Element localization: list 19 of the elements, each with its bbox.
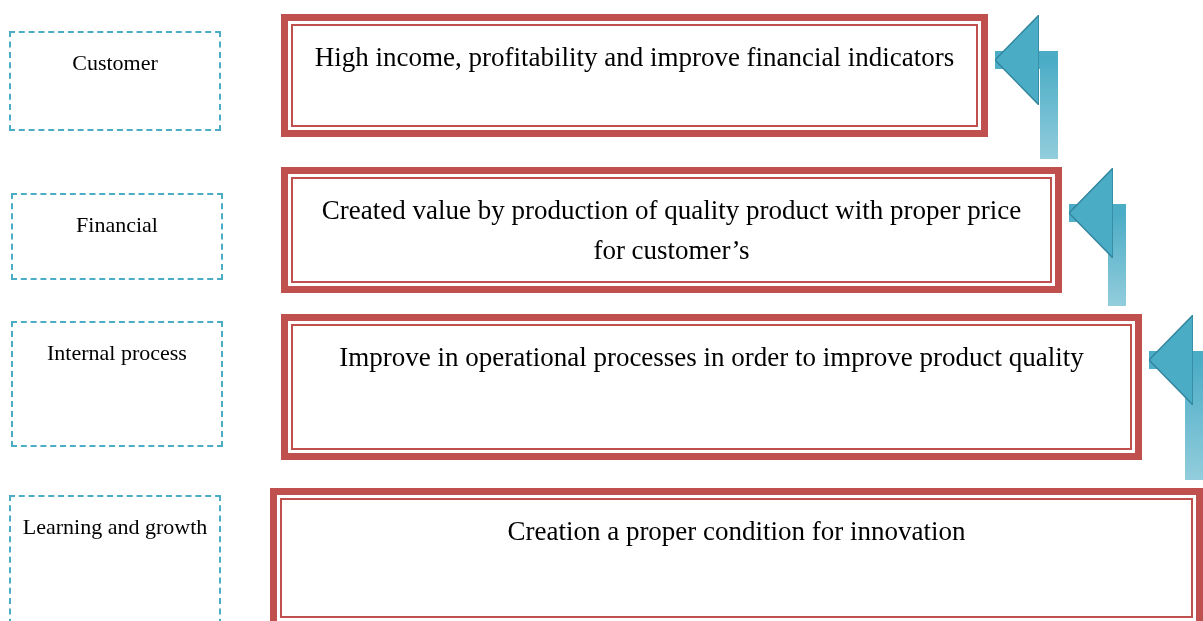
box-text: Learning and growth (22, 513, 208, 541)
objective-box (281, 14, 988, 137)
perspective-box (11, 321, 223, 447)
box-text: Created value by production of quality product with proper price for customer’s (320, 194, 1023, 267)
box-text: Improve in operational processes in order to improve product quality (339, 341, 1084, 374)
box-text: Financial (76, 211, 158, 239)
box-text: Creation a proper condition for innovation (507, 515, 966, 548)
bent-arrow (994, 14, 1058, 159)
perspective-box (9, 31, 221, 131)
box-text: Internal process (47, 339, 187, 367)
bent-arrow (1148, 314, 1203, 480)
objective-box (270, 488, 1203, 621)
perspective-box (9, 495, 221, 621)
bent-arrow (1068, 167, 1126, 306)
perspective-box (11, 193, 223, 280)
objective-box (281, 314, 1142, 460)
box-text: Customer (72, 49, 158, 77)
objective-box (281, 167, 1062, 293)
box-text: High income, profitability and improve financial indicators (314, 41, 955, 74)
